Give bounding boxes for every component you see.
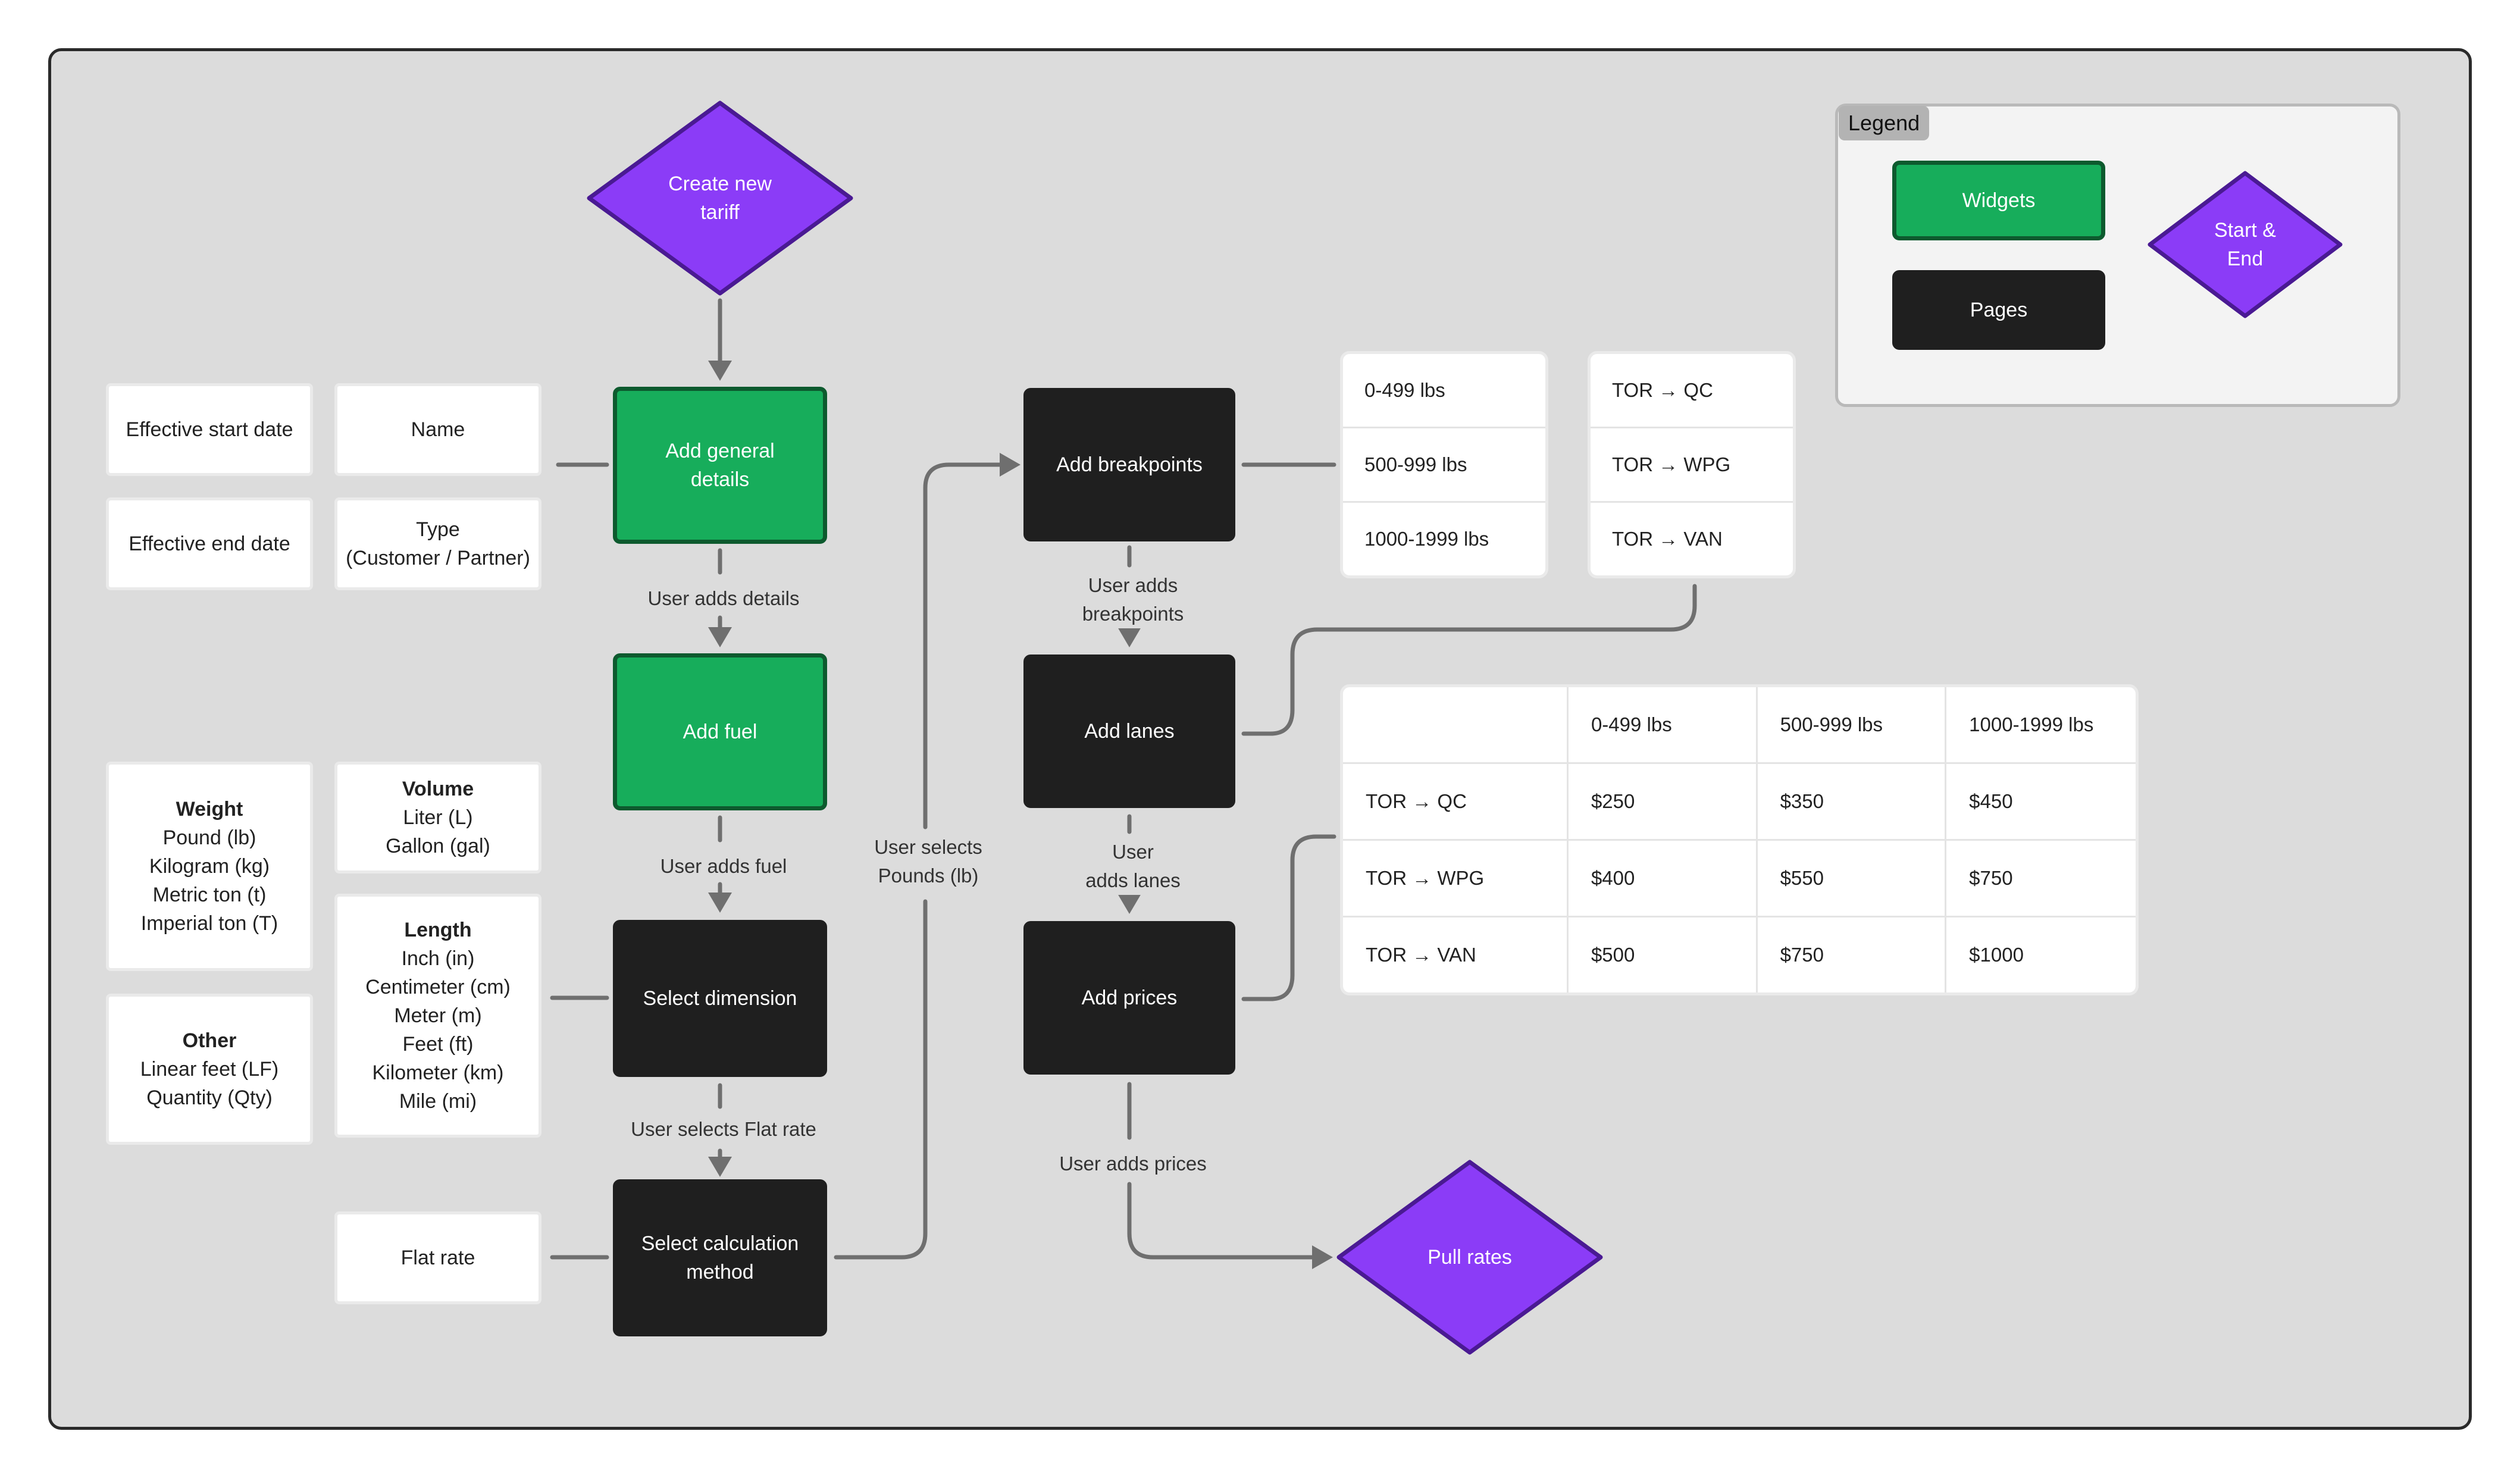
breakpoint-item: 0-499 lbs bbox=[1343, 354, 1545, 428]
lanes-list: TOR → QC TOR → WPG TOR → VAN bbox=[1588, 351, 1796, 578]
pull-rates-label: Pull rates bbox=[1428, 1246, 1512, 1269]
edge-label-user-adds-fuel: User adds fuel bbox=[644, 852, 803, 881]
price-table-cell: $500 bbox=[1569, 918, 1758, 992]
price-table-row: TOR → VAN $500 $750 $1000 bbox=[1343, 918, 2136, 992]
add-breakpoints-node[interactable]: Add breakpoints bbox=[1023, 388, 1235, 541]
dimension-volume-units: Liter (L) Gallon (gal) bbox=[386, 806, 490, 857]
dimension-weight-card: Weight Pound (lb) Kilogram (kg) Metric t… bbox=[106, 762, 313, 971]
diamond-shape bbox=[587, 101, 853, 296]
dimension-other-card: Other Linear feet (LF) Quantity (Qty) bbox=[106, 994, 313, 1145]
dimension-length-title: Length bbox=[404, 919, 472, 941]
dimension-weight-title: Weight bbox=[176, 798, 243, 821]
price-table-header-cell: 500-999 lbs bbox=[1757, 687, 1947, 764]
pull-rates-node[interactable]: Pull rates bbox=[1336, 1159, 1604, 1355]
edge-label-user-adds-lanes: User adds lanes bbox=[1065, 838, 1201, 895]
legend-pages-swatch: Pages bbox=[1892, 270, 2105, 350]
create-new-tariff-label: Create new tariff bbox=[668, 173, 772, 224]
select-calculation-method-node[interactable]: Select calculation method bbox=[613, 1179, 827, 1336]
select-dimension-node[interactable]: Select dimension bbox=[613, 920, 827, 1077]
edge-label-user-adds-details: User adds details bbox=[638, 584, 809, 613]
dimension-length-card: Length Inch (in) Centimeter (cm) Meter (… bbox=[334, 894, 541, 1138]
edge-label-user-selects-pounds: User selects Pounds (lb) bbox=[857, 833, 1000, 890]
field-type: Type (Customer / Partner) bbox=[334, 497, 541, 590]
price-table-header: 0-499 lbs 500-999 lbs 1000-1999 lbs bbox=[1343, 687, 2136, 764]
price-table-cell: $1000 bbox=[1969, 944, 2024, 966]
dimension-volume-card: Volume Liter (L) Gallon (gal) bbox=[334, 762, 541, 873]
price-table-lane: TOR → VAN bbox=[1343, 918, 1569, 992]
price-table-header-cell bbox=[1343, 687, 1569, 764]
price-table-row: TOR → WPG $400 $550 $750 bbox=[1343, 841, 2136, 918]
price-table-cell: $350 bbox=[1757, 764, 1947, 841]
lane-item: TOR → QC bbox=[1591, 354, 1793, 428]
legend-start-end-swatch: Start & End bbox=[2147, 170, 2343, 319]
price-table: 0-499 lbs 500-999 lbs 1000-1999 lbs TOR … bbox=[1340, 684, 2139, 995]
legend-title: Legend bbox=[1839, 106, 1930, 140]
legend-widgets-swatch: Widgets bbox=[1892, 161, 2105, 240]
dimension-other-units: Linear feet (LF) Quantity (Qty) bbox=[140, 1058, 279, 1109]
edge-label-user-adds-breakpoints: User adds breakpoints bbox=[1065, 571, 1201, 628]
price-table-cell: $750 bbox=[1946, 841, 2136, 918]
breakpoints-list: 0-499 lbs 500-999 lbs 1000-1999 lbs bbox=[1340, 351, 1548, 578]
create-new-tariff-node[interactable]: Create new tariff bbox=[586, 100, 854, 296]
field-effective-start-date: Effective start date bbox=[106, 383, 313, 476]
dimension-length-units: Inch (in) Centimeter (cm) Meter (m) Feet… bbox=[365, 947, 511, 1113]
price-table-lane: TOR → QC bbox=[1343, 764, 1569, 841]
calculation-option-flat-rate: Flat rate bbox=[334, 1211, 541, 1304]
edge-label-user-adds-prices: User adds prices bbox=[1043, 1150, 1223, 1178]
price-table-header-cell: 1000-1999 lbs bbox=[1946, 687, 2136, 764]
price-table-lane: TOR → WPG bbox=[1343, 841, 1569, 918]
dimension-volume-title: Volume bbox=[402, 778, 474, 800]
add-fuel-node[interactable]: Add fuel bbox=[613, 653, 827, 810]
dimension-weight-units: Pound (lb) Kilogram (kg) Metric ton (t) … bbox=[140, 826, 278, 935]
breakpoint-item: 500-999 lbs bbox=[1343, 428, 1545, 503]
dimension-other-title: Other bbox=[182, 1029, 237, 1052]
price-table-cell: $450 bbox=[1946, 764, 2136, 841]
add-prices-node[interactable]: Add prices bbox=[1023, 921, 1235, 1075]
add-lanes-node[interactable]: Add lanes bbox=[1023, 655, 1235, 808]
field-name: Name bbox=[334, 383, 541, 476]
legend-start-end-label: Start & End bbox=[2214, 219, 2276, 270]
diamond-shape bbox=[1336, 1160, 1603, 1355]
lane-item: TOR → VAN bbox=[1612, 528, 1723, 550]
price-table-cell: $550 bbox=[1757, 841, 1947, 918]
lane-item: TOR → WPG bbox=[1591, 428, 1793, 503]
price-table-cell: $250 bbox=[1568, 764, 1758, 841]
add-general-details-node[interactable]: Add general details bbox=[613, 387, 827, 544]
price-table-cell: $750 bbox=[1758, 918, 1947, 992]
price-table-header-cell: 0-499 lbs bbox=[1568, 687, 1758, 764]
edge-label-user-selects-flat-rate: User selects Flat rate bbox=[619, 1115, 828, 1144]
breakpoint-item: 1000-1999 lbs bbox=[1364, 528, 1489, 550]
field-effective-end-date: Effective end date bbox=[106, 497, 313, 590]
price-table-row: TOR → QC $250 $350 $450 bbox=[1343, 764, 2136, 841]
diamond-shape bbox=[2148, 171, 2343, 318]
price-table-cell: $400 bbox=[1568, 841, 1758, 918]
